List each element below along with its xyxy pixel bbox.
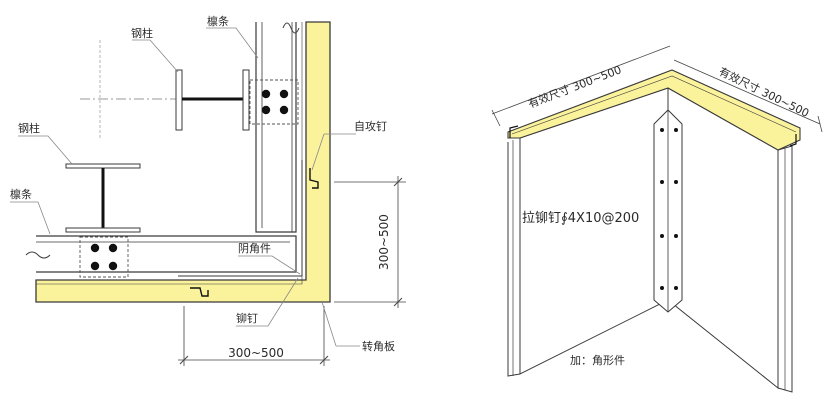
left-detail: 300~500 300~500 钢柱 檩条 钢柱 檩条 自攻钉 阴角件 <box>10 14 406 366</box>
rivet-icon <box>674 128 678 132</box>
label-purlin-left: 檩条 <box>10 187 32 201</box>
rivet-icon <box>660 180 664 184</box>
bolt-icon <box>279 105 289 115</box>
steel-column-left <box>65 163 141 233</box>
rivet-icon <box>660 234 664 238</box>
bolt-icon <box>261 105 271 115</box>
label-corner-panel: 转角板 <box>362 339 395 353</box>
vertical-dimension-label: 300~500 <box>377 214 391 270</box>
label-self-tapping-screw: 自攻钉 <box>354 119 387 133</box>
corner-angle-piece <box>653 109 683 313</box>
vertical-dimension: 300~500 <box>334 176 406 308</box>
label-steel-column-left: 钢柱 <box>18 121 40 135</box>
purlin-bolt-group-top <box>249 79 299 125</box>
horizontal-dimension-label: 300~500 <box>228 346 284 360</box>
horizontal-dimension: 300~500 <box>178 306 330 366</box>
bolt-icon <box>90 261 100 271</box>
top-dimension-lines <box>491 45 823 133</box>
label-rivet: 铆钉 <box>236 311 258 325</box>
label-note-angle-piece: 加：角形件 <box>570 354 625 367</box>
bolt-icon <box>108 243 118 253</box>
rivet-icon <box>660 286 664 290</box>
corner-panel-shape <box>35 21 331 303</box>
label-pull-rivet: 拉铆钉∮4X10@200 <box>522 211 639 226</box>
bolt-icon <box>261 89 271 99</box>
rivet-icon <box>674 234 678 238</box>
right-detail: 有效尺寸 300~500 有效尺寸 300~500 拉铆钉∮4X10@200 加… <box>491 45 823 393</box>
bolt-icon <box>108 261 118 271</box>
label-inner-corner-piece: 阴角件 <box>238 242 271 255</box>
rivet-icon <box>674 180 678 184</box>
panel-joint-bottom <box>190 287 209 297</box>
bolt-icon <box>279 89 289 99</box>
leader-lines <box>10 27 360 347</box>
horizontal-purlin <box>25 235 297 278</box>
panel-joint-right <box>309 168 319 189</box>
rivet-icon <box>660 128 664 132</box>
bolt-icon <box>90 243 100 253</box>
steel-column-top <box>80 40 250 140</box>
label-purlin-top: 檩条 <box>207 14 229 28</box>
top-panel-edge <box>507 69 801 151</box>
label-steel-column-top: 钢柱 <box>131 26 153 40</box>
rivet-icon <box>674 286 678 290</box>
inner-corner-piece <box>178 160 303 277</box>
vertical-purlin <box>255 22 300 233</box>
